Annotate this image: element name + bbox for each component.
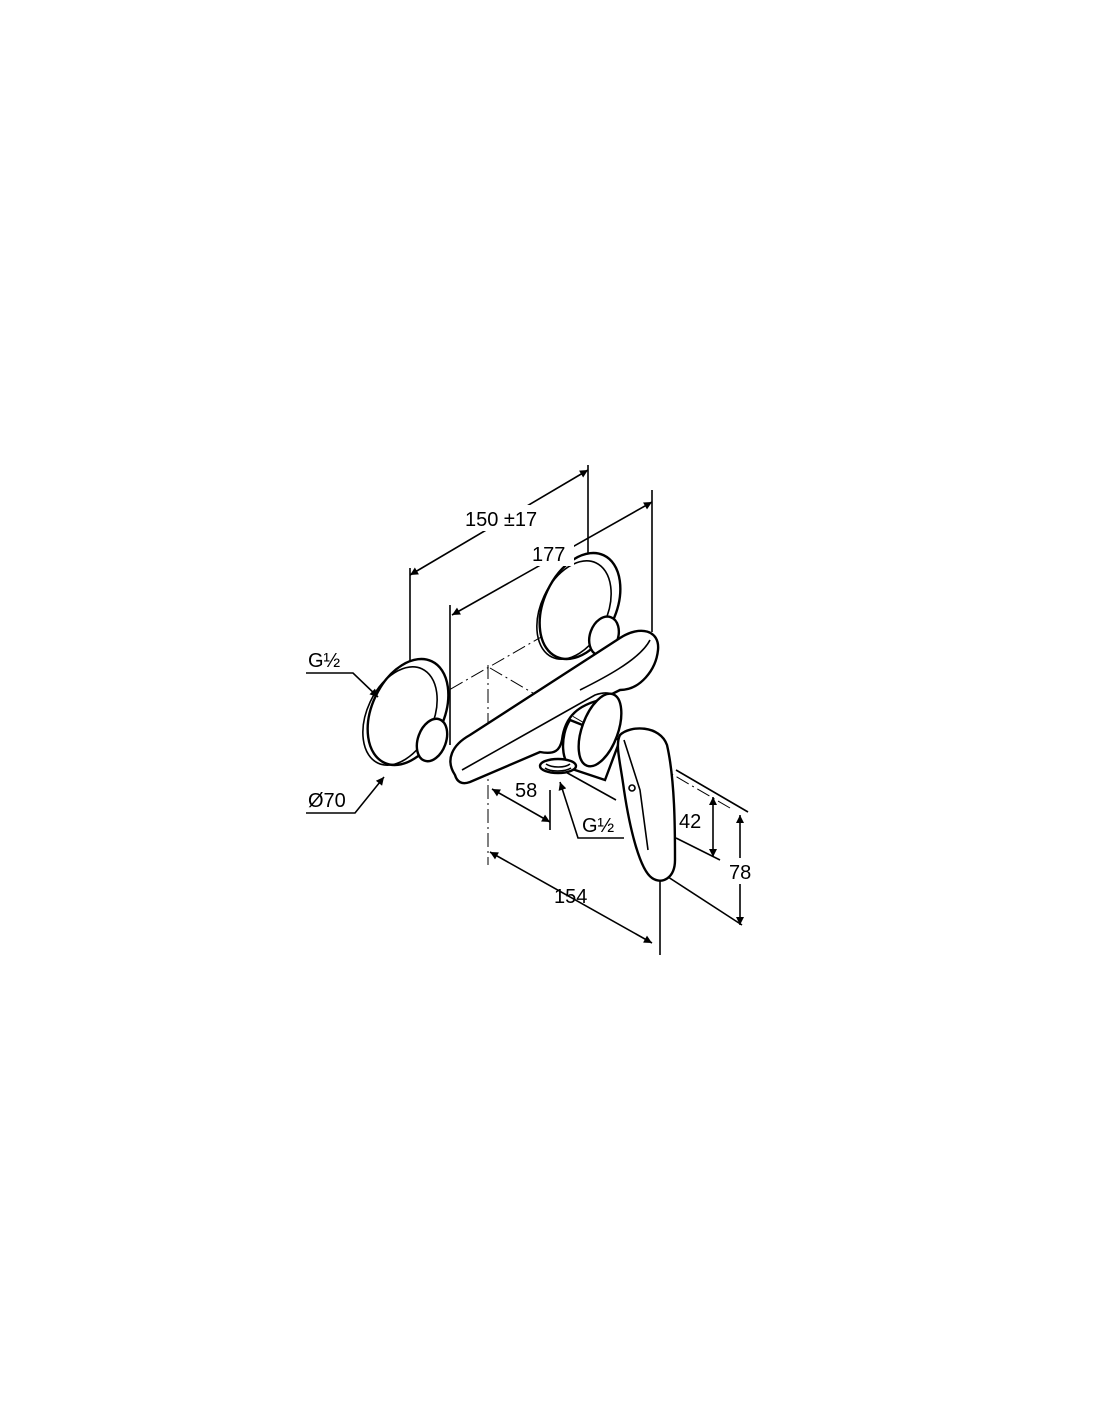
dimension-label-58: 58: [515, 780, 537, 802]
dimension-label-154: 154: [554, 886, 587, 908]
dimension-label-150: 150 ±17: [465, 509, 537, 531]
dimension-label-177: 177: [532, 544, 565, 566]
lever-handle: [616, 727, 677, 882]
left-escutcheon: [362, 657, 450, 767]
thread-label-outlet: G½: [582, 815, 615, 837]
diameter-label: Ø70: [308, 790, 346, 812]
dimension-label-42: 42: [679, 811, 701, 833]
thread-label-inlet: G½: [308, 650, 341, 672]
extension-lines: [409, 465, 749, 955]
dimension-label-78: 78: [729, 862, 751, 884]
mixer-body: [449, 629, 660, 785]
